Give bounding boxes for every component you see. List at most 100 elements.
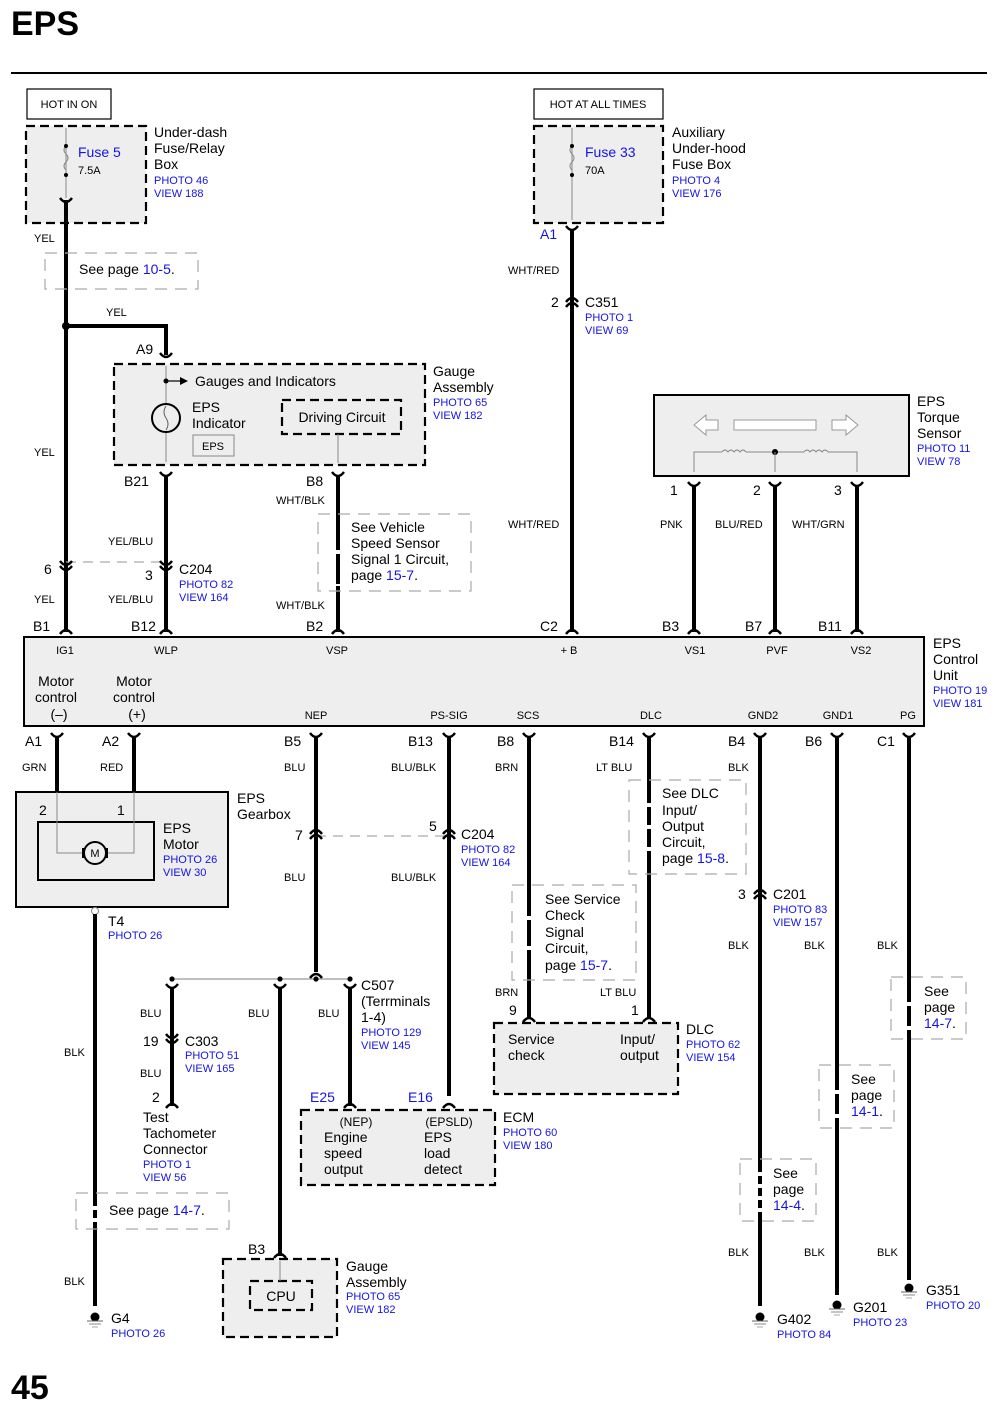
page-link-10-5[interactable]: 10-5 xyxy=(143,261,171,277)
page-link-14-7b[interactable]: 14-7 xyxy=(173,1202,201,1218)
motor-label-2: Motor xyxy=(163,836,199,852)
ecu-pin-b12: B12 xyxy=(131,618,156,634)
gauge-photo-link[interactable]: PHOTO 65 xyxy=(433,397,487,409)
note-box-dlc xyxy=(628,779,747,875)
ground-g351-photo[interactable]: PHOTO 20 xyxy=(926,1300,980,1312)
wire-label-blk-gnd2: BLK xyxy=(728,762,749,774)
c204-top-view[interactable]: VIEW 164 xyxy=(179,592,229,604)
note-scs-4: Circuit, xyxy=(545,940,589,956)
dlc-io-1: Input/ xyxy=(620,1031,655,1047)
dlc-box xyxy=(492,1021,680,1096)
ground-g4-photo[interactable]: PHOTO 26 xyxy=(111,1328,165,1340)
c204-mid-photo[interactable]: PHOTO 82 xyxy=(461,844,515,856)
gauge-view-link[interactable]: VIEW 182 xyxy=(433,410,483,422)
hot-all-times-box xyxy=(533,88,664,120)
fuse33-link[interactable]: Fuse 33 xyxy=(585,144,636,160)
page-link-15-7b[interactable]: 15-7 xyxy=(580,957,608,973)
page-link-14-7a[interactable]: 14-7 xyxy=(924,1015,952,1031)
fuse33-photo-link[interactable]: PHOTO 4 xyxy=(672,175,720,187)
driving-circuit-label: Driving Circuit xyxy=(298,409,385,425)
note-box-10-5 xyxy=(44,252,199,290)
ecu-label-3: Unit xyxy=(933,667,958,683)
motor-view[interactable]: VIEW 30 xyxy=(163,867,206,879)
c201-photo[interactable]: PHOTO 83 xyxy=(773,904,827,916)
c351-photo[interactable]: PHOTO 1 xyxy=(585,312,633,324)
torque-pin-2: 2 xyxy=(753,482,761,498)
c303-pin: 19 xyxy=(143,1033,159,1049)
fuse33-view-link[interactable]: VIEW 176 xyxy=(672,188,722,200)
page-link-15-7a[interactable]: 15-7 xyxy=(386,567,414,583)
motor-symbol: M xyxy=(90,848,99,860)
fuse5-link[interactable]: Fuse 5 xyxy=(78,144,121,160)
wire-label-yel-blu-2: YEL/BLU xyxy=(108,594,153,606)
c204-top-photo[interactable]: PHOTO 82 xyxy=(179,579,233,591)
c303-label: C303 xyxy=(185,1033,219,1049)
note-box-14-1 xyxy=(818,1064,895,1129)
motor-photo[interactable]: PHOTO 26 xyxy=(163,854,217,866)
ecu-pin-b4: B4 xyxy=(728,733,745,749)
note-box-scs xyxy=(511,884,637,981)
c507-photo[interactable]: PHOTO 129 xyxy=(361,1027,421,1039)
dlc-view[interactable]: VIEW 154 xyxy=(686,1052,736,1064)
wire-label-wht-blk-2: WHT/BLK xyxy=(276,600,326,612)
eps-indicator-label-2: Indicator xyxy=(192,415,246,431)
note-dlc-2: Input/ xyxy=(662,802,697,818)
note-vss-4: page 15-7. xyxy=(351,567,418,583)
t4-photo[interactable]: PHOTO 26 xyxy=(108,930,162,942)
tach-pin: 2 xyxy=(152,1089,160,1105)
ecu-view[interactable]: VIEW 181 xyxy=(933,698,983,710)
ecm-epsld-2: load xyxy=(424,1145,450,1161)
c204-mid-view[interactable]: VIEW 164 xyxy=(461,857,511,869)
ecu-pin-b14: B14 xyxy=(609,733,634,749)
ecu-label-2: Control xyxy=(933,651,978,667)
torque-photo[interactable]: PHOTO 11 xyxy=(917,443,970,455)
c303-photo[interactable]: PHOTO 51 xyxy=(185,1050,239,1062)
wire-label-brn: BRN xyxy=(495,762,518,774)
fuse5-photo-link[interactable]: PHOTO 46 xyxy=(154,175,208,187)
c201-view[interactable]: VIEW 157 xyxy=(773,917,823,929)
page-link-15-8[interactable]: 15-8 xyxy=(697,850,725,866)
wire-label-lt-blu-2: LT BLU xyxy=(600,987,636,999)
ecm-pin-e25[interactable]: E25 xyxy=(310,1089,335,1105)
tach-photo[interactable]: PHOTO 1 xyxy=(143,1159,191,1171)
torque-label-1: EPS xyxy=(917,393,945,409)
ecm-nep-1: Engine xyxy=(324,1129,368,1145)
ecu-pin-a2: A2 xyxy=(102,733,119,749)
tach-label-1: Test xyxy=(143,1109,169,1125)
ecu-signal-scs: SCS xyxy=(517,710,540,722)
ecu-photo[interactable]: PHOTO 19 xyxy=(933,685,987,697)
c303-view[interactable]: VIEW 165 xyxy=(185,1063,235,1075)
ecu-signal-pvf: PVF xyxy=(766,645,788,657)
c351-view[interactable]: VIEW 69 xyxy=(585,325,628,337)
c507-view[interactable]: VIEW 145 xyxy=(361,1040,411,1052)
motor-plus-2: control xyxy=(113,689,155,705)
fuse33-pin-a1[interactable]: A1 xyxy=(540,226,557,242)
page-link-14-4[interactable]: 14-4 xyxy=(773,1197,801,1213)
torque-view[interactable]: VIEW 78 xyxy=(917,456,960,468)
note-dlc-3: Output xyxy=(662,818,704,834)
ecm-pin-e16[interactable]: E16 xyxy=(408,1089,433,1105)
wire-label-wht-red-2: WHT/RED xyxy=(508,519,559,531)
fuse5-view-link[interactable]: VIEW 188 xyxy=(154,188,204,200)
ecm-epsld: (EPSLD) xyxy=(425,1115,472,1129)
page-number: 45 xyxy=(11,1369,49,1407)
wire-label-blk-gnd1-2: BLK xyxy=(804,1247,825,1259)
note-14-7a-1: See xyxy=(924,983,949,999)
driving-circuit-box xyxy=(280,398,403,436)
gauge-cpu-view[interactable]: VIEW 182 xyxy=(346,1304,396,1316)
ecm-label: ECM xyxy=(503,1109,534,1125)
ecm-photo[interactable]: PHOTO 60 xyxy=(503,1127,557,1139)
ground-g201-photo[interactable]: PHOTO 23 xyxy=(853,1317,907,1329)
ground-g402-photo[interactable]: PHOTO 84 xyxy=(777,1329,831,1341)
ecu-signal-vsp: VSP xyxy=(326,645,348,657)
dlc-photo[interactable]: PHOTO 62 xyxy=(686,1039,740,1051)
wire-label-blk-g4-2: BLK xyxy=(64,1276,85,1288)
gauge-cpu-photo[interactable]: PHOTO 65 xyxy=(346,1291,400,1303)
ecu-pin-b6: B6 xyxy=(805,733,822,749)
tach-view[interactable]: VIEW 56 xyxy=(143,1172,186,1184)
ecm-view[interactable]: VIEW 180 xyxy=(503,1140,553,1152)
fuse33-box-label-3: Fuse Box xyxy=(672,156,731,172)
c204-pin-7: 7 xyxy=(295,827,303,843)
page-link-14-1[interactable]: 14-1 xyxy=(851,1103,879,1119)
dlc-label: DLC xyxy=(686,1021,714,1037)
